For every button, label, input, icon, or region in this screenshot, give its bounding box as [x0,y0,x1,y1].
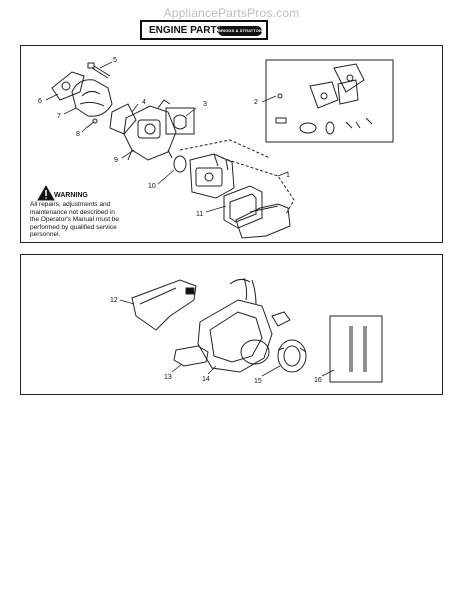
air-cleaner-base-part [189,153,235,199]
callout-7: 7 [57,113,61,120]
warning-title: WARNING [54,192,88,199]
intake-manifold-part [71,79,113,117]
air-filter-housing-part [197,277,273,373]
o-ring-part [173,155,187,173]
callout-9: 9 [114,157,118,164]
air-cleaner-cover-part [235,203,291,239]
warning-triangle-icon [37,184,55,201]
callout-12: 12 [110,297,118,304]
callout-13: 13 [164,374,172,381]
callout-11: 11 [196,211,203,218]
repair-kit-box [265,59,394,143]
callout-10: 10 [148,183,156,190]
warning-line: performed by qualified service [30,223,117,231]
callout-4: 4 [142,99,146,106]
warning-line: personnel. [30,231,61,239]
briggs-stratton-logo: BRIGGS & STRATTON [218,26,262,36]
callout-2: 2 [254,99,258,106]
foam-filter-part [223,185,263,229]
warning-text: All repairs, adjustments and maintenance… [30,201,160,239]
carburetor-part [123,99,177,161]
lower-diagram-panel [20,254,443,395]
seal-strips-box [329,315,383,383]
site-watermark: AppliancePartsPros.com [163,6,300,20]
upper-diagram-panel [20,45,443,243]
small-screw-part [85,118,98,129]
title-box: ENGINE PARTS BRIGGS & STRATTON [140,20,268,40]
mounting-plate-part [109,103,137,135]
long-bolt-part [87,62,111,79]
callout-5: 5 [113,57,117,64]
filter-screen-part [165,107,195,135]
callout-14: 14 [202,376,210,383]
round-filter-part [277,339,307,373]
callout-6: 6 [38,98,42,105]
small-pad-part [271,311,291,327]
warning-line: All repairs, adjustments and [30,201,111,208]
callout-16: 16 [314,377,322,384]
warning-line: maintenance not described in [30,208,115,216]
callout-labels: 1 2 3 4 5 6 7 8 9 10 11 12 13 14 15 16 [38,57,322,385]
callout-15: 15 [254,378,262,385]
callout-1: 1 [286,172,290,179]
gasket-part [51,71,85,101]
callout-3: 3 [203,101,207,108]
warning-line: the Operator's Manual must be [30,216,120,224]
page-title: ENGINE PARTS [149,25,224,36]
filter-cover-part [131,279,197,331]
foam-pad-part [173,345,209,367]
callout-8: 8 [76,131,80,138]
